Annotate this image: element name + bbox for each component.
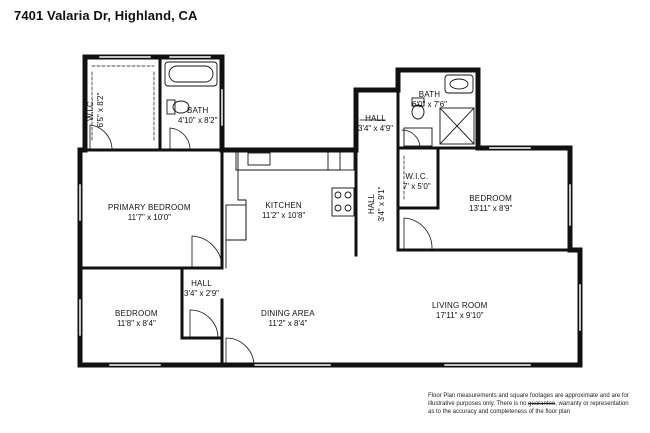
window-frames: [78, 55, 582, 367]
room-label-bedroom-left: BEDROOM 11'8" x 8'4": [115, 309, 158, 328]
windows: [79, 56, 581, 366]
kitchen-counters: [225, 151, 355, 269]
door-swings: [89, 119, 433, 367]
interior-walls: [78, 55, 572, 367]
room-label-living-room: LIVING ROOM 17'11" x 9'10": [432, 301, 488, 320]
room-label-wic-primary: W.I.C. 6'5" x 8'2": [86, 92, 105, 128]
room-label-hall-vertical: HALL 3'4" x 9'1": [367, 186, 386, 222]
floor-plan-disclaimer: Floor Plan measurements and square foota…: [428, 393, 629, 415]
room-label-bath-primary: BATH 4'10" x 8'2": [178, 106, 218, 125]
bathroom-fixtures: [164, 61, 475, 147]
room-label-kitchen: KITCHEN 11'2" x 10'8": [262, 201, 306, 220]
room-label-primary-bedroom: PRIMARY BEDROOM 11'7" x 10'0": [108, 203, 191, 222]
listing-address-title: 7401 Valaria Dr, Highland, CA: [14, 8, 198, 23]
room-label-wic-second: W.I.C. 7' x 5'0": [403, 172, 431, 191]
room-label-hall-small: HALL 3'4" x 2'9": [184, 279, 219, 298]
room-label-dining-area: DINING AREA 11'2" x 8'4": [261, 309, 315, 328]
room-label-bedroom-right: BEDROOM 13'11" x 8'9": [469, 194, 513, 213]
closet-rods: [91, 65, 405, 201]
room-label-bath-second: BATH 6'0" x 7'6": [412, 90, 447, 109]
room-label-hall-upper: HALL 3'4" x 4'9": [358, 114, 393, 133]
